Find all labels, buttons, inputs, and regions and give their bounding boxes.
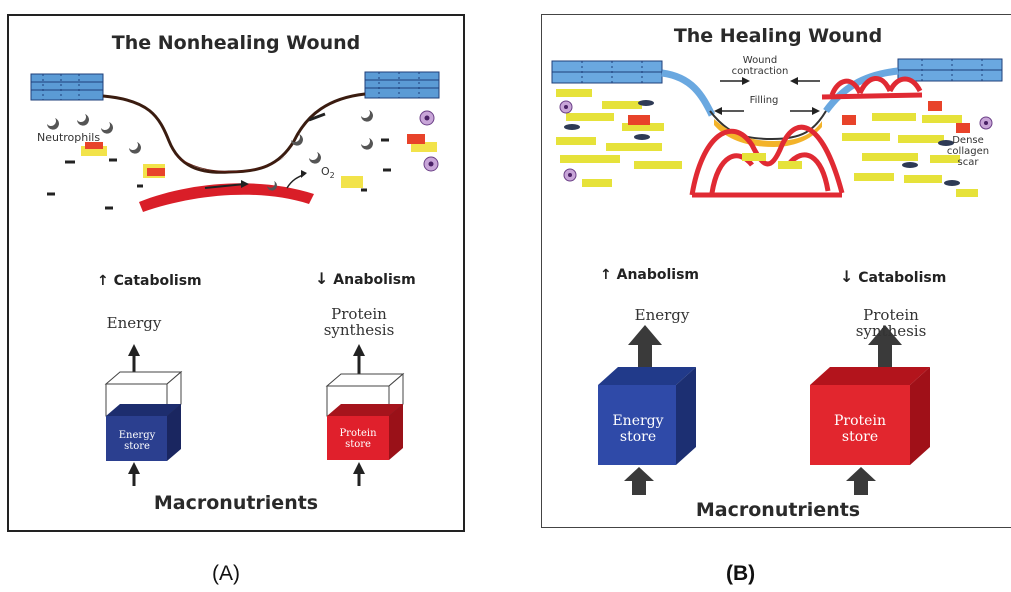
energy-label: Energy bbox=[612, 307, 712, 323]
collagen-fragments bbox=[81, 134, 437, 188]
protein-synthesis-label: Protein synthesis bbox=[309, 306, 409, 338]
protein-synthesis-label: Protein synthesis bbox=[836, 307, 946, 339]
left-energy-diagram bbox=[106, 344, 181, 486]
left-energy-diagram bbox=[598, 325, 696, 495]
migrating-epithelium-left bbox=[662, 73, 712, 115]
caption-a: (A) bbox=[212, 562, 240, 586]
protein-store-label: Protein store bbox=[818, 413, 902, 445]
wound-surface-line bbox=[103, 94, 365, 172]
dense-collagen-scar-label: Dense collagen scar bbox=[938, 135, 998, 168]
energy-store-label: Energy store bbox=[107, 430, 167, 452]
macronutrients-label: Macronutrients bbox=[542, 499, 1011, 521]
catabolism-increase-label: ↑ Catabolism bbox=[97, 273, 202, 289]
anabolism-increase-label: ↑ Anabolism bbox=[600, 267, 699, 283]
filling-label: Filling bbox=[744, 95, 784, 106]
oxygen-label: O2 bbox=[321, 166, 335, 181]
skin-epidermis-left bbox=[552, 61, 662, 83]
down-arrow-icon: ↓ bbox=[840, 267, 853, 286]
catabolism-decrease-label: ↓ Catabolism bbox=[840, 267, 946, 286]
protein-store-label: Protein store bbox=[328, 428, 388, 450]
macronutrients-label: Macronutrients bbox=[9, 492, 463, 514]
panel-b-healing-wound: The Healing Wound bbox=[541, 14, 1011, 528]
energy-store-label: Energy store bbox=[602, 413, 674, 445]
up-arrow-icon: ↑ bbox=[97, 273, 109, 289]
wound-contraction-label: Wound contraction bbox=[722, 55, 798, 77]
skin-epidermis-left bbox=[31, 74, 103, 100]
right-protein-diagram bbox=[810, 325, 930, 495]
skin-epidermis-right bbox=[365, 72, 439, 98]
energy-label: Energy bbox=[89, 315, 179, 331]
up-arrow-icon: ↑ bbox=[600, 267, 612, 283]
caption-b: (B) bbox=[726, 562, 755, 586]
down-arrow-icon: ↓ bbox=[315, 269, 328, 288]
neutrophils-label: Neutrophils bbox=[37, 132, 100, 143]
skin-epidermis-right bbox=[898, 59, 1002, 81]
anabolism-decrease-label: ↓ Anabolism bbox=[315, 269, 416, 288]
panel-a-nonhealing-wound: The Nonhealing Wound bbox=[7, 14, 465, 532]
right-protein-diagram bbox=[327, 344, 403, 486]
